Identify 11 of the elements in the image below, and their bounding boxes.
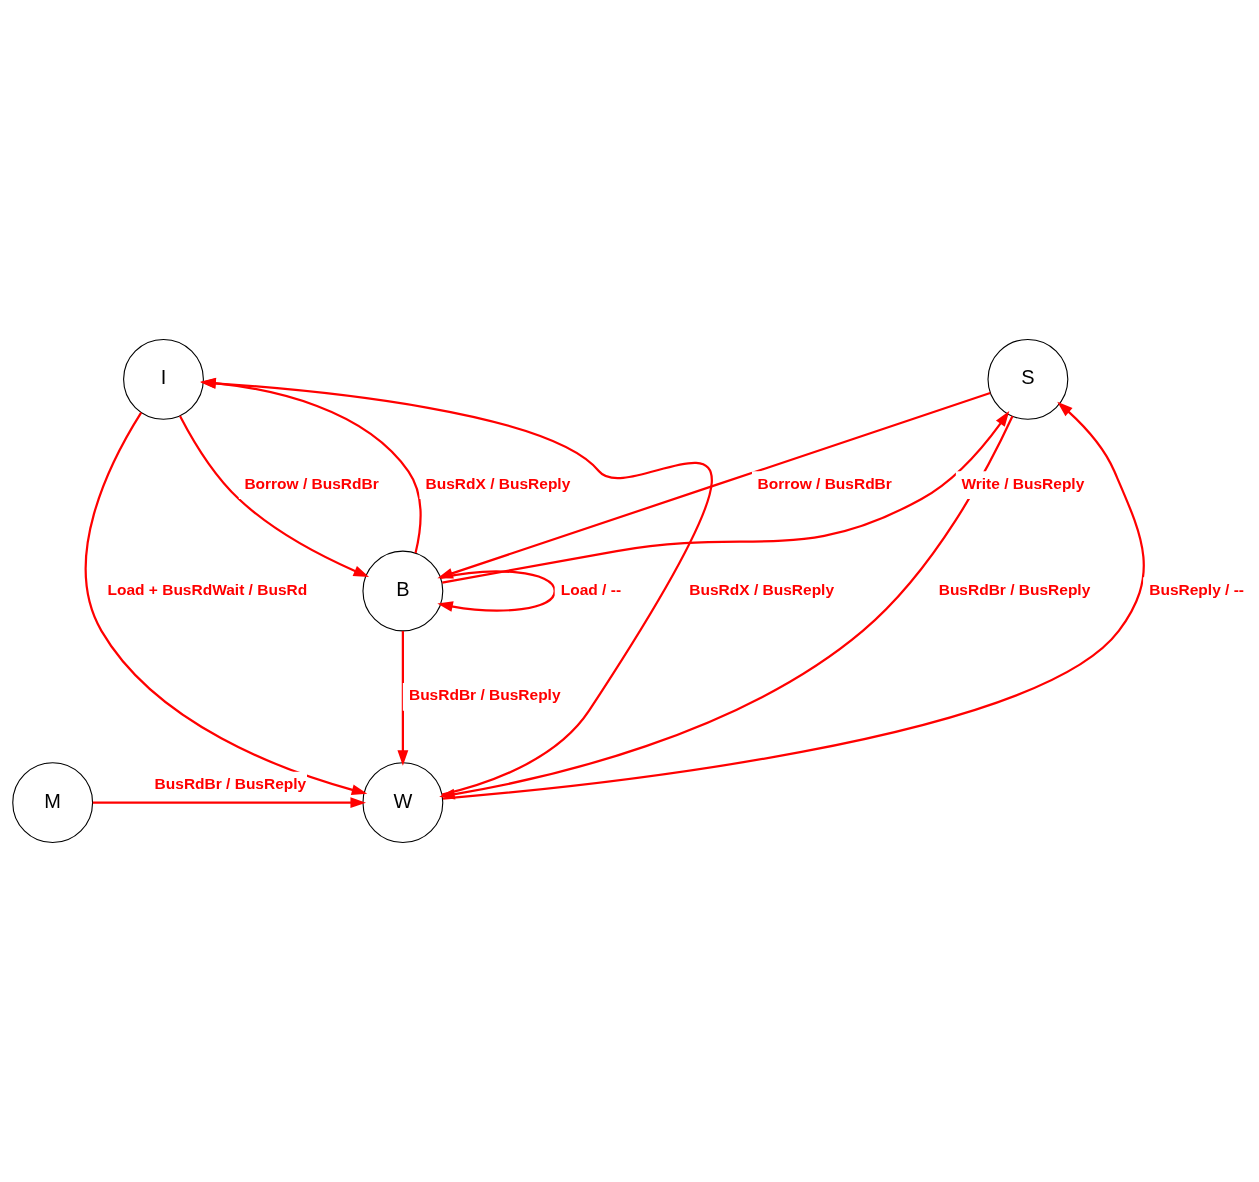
edge-label: Load + BusRdWait / BusRd — [107, 580, 308, 598]
edge-label: BusRdX / BusReply — [425, 474, 571, 492]
edge-label: Borrow / BusRdBr — [757, 474, 892, 492]
edge-label: Borrow / BusRdBr — [244, 474, 379, 492]
edge-label: BusReply / -- — [1149, 580, 1244, 598]
edge-label: BusRdX / BusReply — [689, 580, 835, 598]
edge-label: Load / -- — [560, 580, 622, 598]
edge-label: BusRdBr / BusReply — [938, 580, 1091, 598]
edge-label: BusRdBr / BusReply — [408, 686, 561, 704]
edge-label: BusRdBr / BusReply — [154, 775, 307, 793]
edge-label: Write / BusReply — [961, 474, 1085, 492]
